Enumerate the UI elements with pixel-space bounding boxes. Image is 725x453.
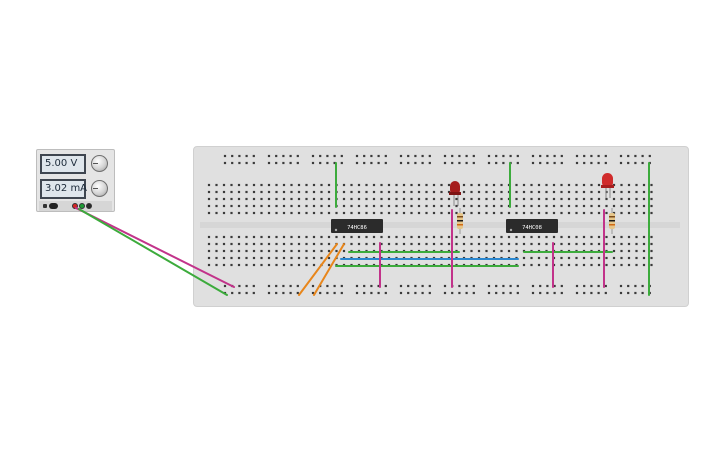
wire-orange-1[interactable] — [298, 243, 338, 296]
voltage-knob[interactable] — [91, 155, 108, 172]
current-knob[interactable] — [91, 180, 108, 197]
chip-74hc08[interactable]: 74HC08 — [506, 219, 558, 233]
chip-label: 74HC86 — [347, 225, 367, 231]
psu-terminal-panel — [39, 201, 112, 211]
psu-lead-ground[interactable] — [78, 208, 228, 296]
current-display: 3.02 mA — [40, 179, 87, 199]
voltage-display: 5.00 V — [40, 154, 86, 174]
resistor-2[interactable] — [609, 208, 615, 234]
psu-indicator — [43, 204, 47, 208]
chip-label: 74HC08 — [522, 225, 542, 231]
led-1[interactable] — [449, 181, 461, 206]
power-supply[interactable]: 5.00 V 3.02 mA — [36, 149, 115, 212]
positive-terminal[interactable] — [72, 203, 78, 209]
negative-terminal[interactable] — [86, 203, 92, 209]
wire-orange-2[interactable] — [313, 243, 345, 296]
psu-lead-positive[interactable] — [75, 207, 235, 288]
resistor-1[interactable] — [457, 208, 463, 234]
led-2[interactable] — [601, 173, 614, 198]
chip-74hc86[interactable]: 74HC86 — [331, 219, 383, 233]
psu-power-switch[interactable] — [49, 203, 58, 209]
wires — [75, 162, 650, 296]
ground-terminal[interactable] — [79, 203, 85, 209]
